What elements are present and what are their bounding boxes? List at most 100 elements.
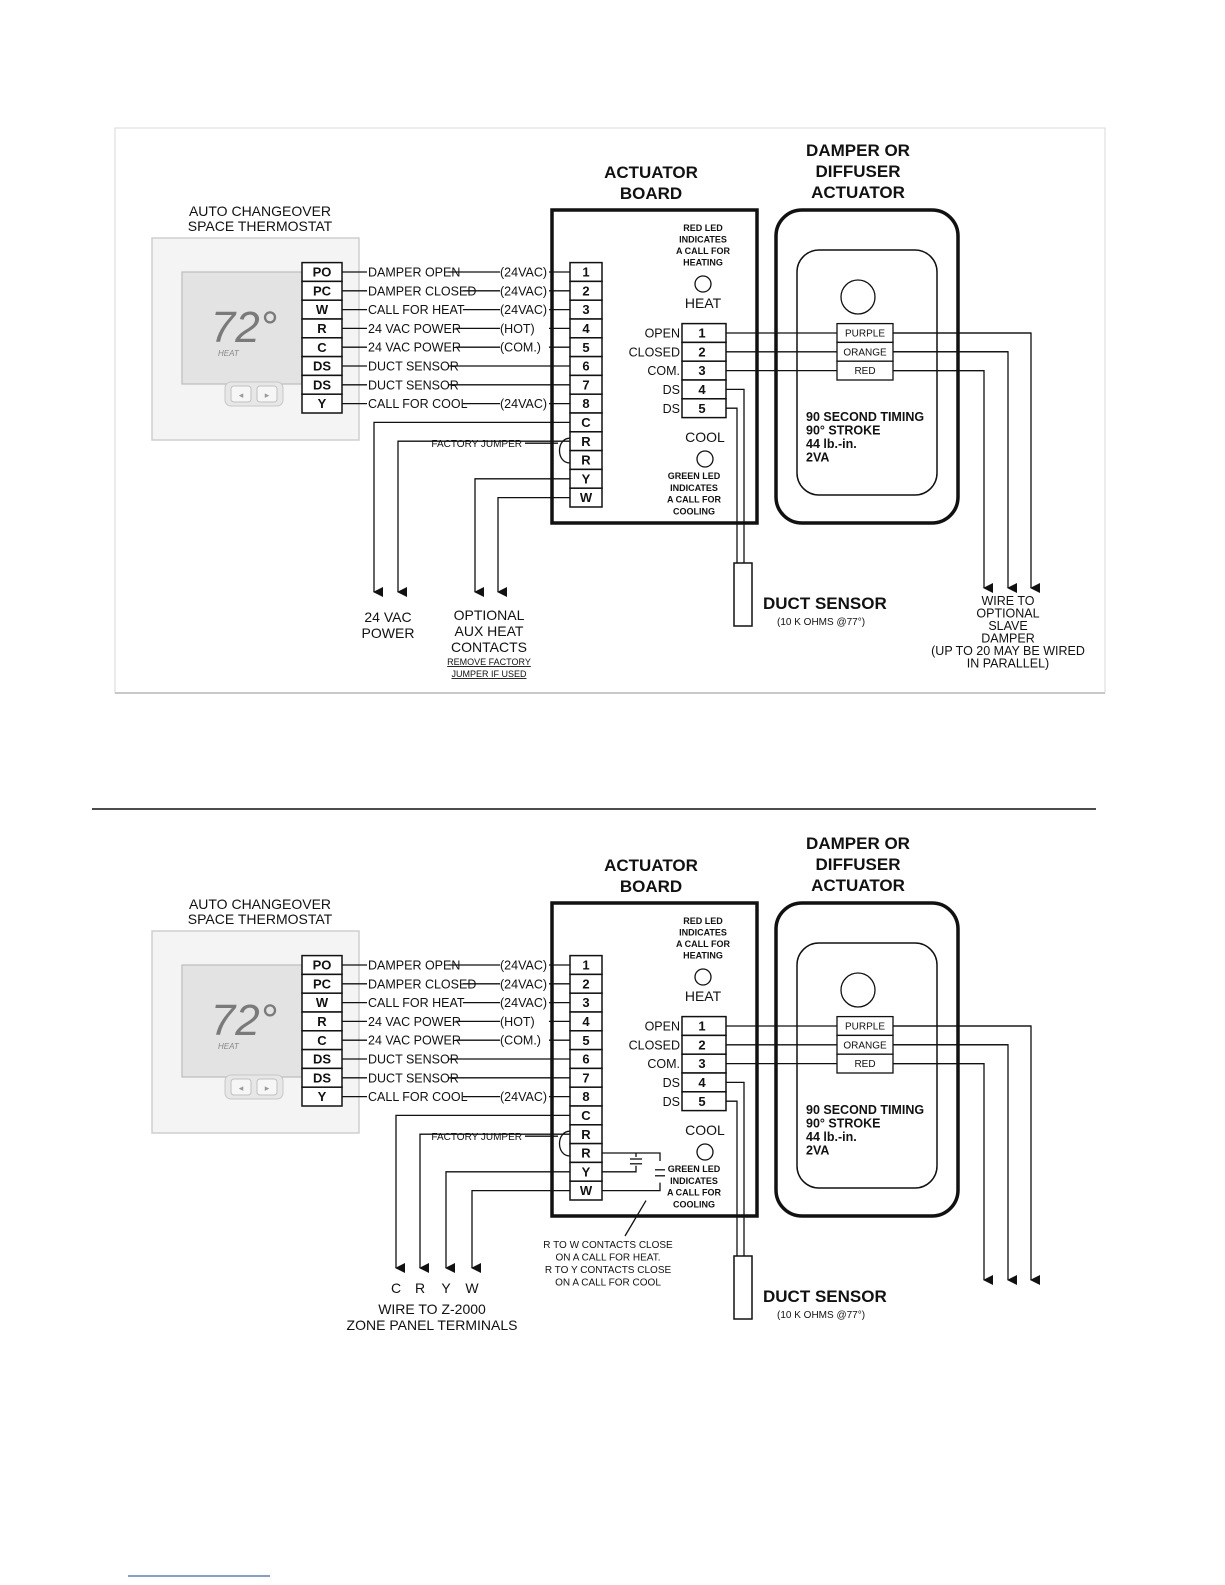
duct-sensor-wire [726, 1081, 745, 1256]
actuator-board-title: ACTUATOR [604, 163, 698, 182]
wire-label: DAMPER CLOSED [368, 977, 476, 991]
actuator-wire-color: PURPLE [845, 1022, 885, 1033]
actuator-specs: 44 lb.-in. [806, 437, 857, 451]
damper-actuator-title: ACTUATOR [811, 876, 905, 895]
cool-label: COOL [685, 1122, 725, 1138]
board-terminal-label: 8 [582, 396, 589, 411]
wire-label: 24 VAC POWER [368, 341, 461, 355]
wire-note: (24VAC) [500, 284, 547, 298]
thermostat-terminal-label: C [317, 340, 327, 355]
thermostat-title: AUTO CHANGEOVER [189, 203, 331, 219]
duct-sensor-wire [726, 1100, 738, 1256]
thermostat-terminal-label: DS [313, 359, 331, 374]
thermostat-title: SPACE THERMOSTAT [188, 218, 333, 234]
wire-note: (24VAC) [500, 303, 547, 317]
duct-sensor-spec: (10 K OHMS @77°) [777, 617, 865, 628]
aux-heat-label: AUX HEAT [455, 623, 524, 639]
board-terminal-label: 4 [582, 1014, 590, 1029]
board-terminal-label: R [581, 434, 591, 449]
output-terminal-name: CLOSED [629, 1038, 680, 1052]
wire-label: 24 VAC POWER [368, 1034, 461, 1048]
cool-label: COOL [685, 429, 725, 445]
power-label: POWER [362, 625, 415, 641]
green-led-description: INDICATES [670, 1176, 718, 1186]
zone-wire-w [471, 1189, 570, 1273]
zone-terminal-letter: R [415, 1280, 425, 1296]
actuator-wire-color: ORANGE [843, 1040, 887, 1051]
output-terminal-name: DS [663, 1076, 680, 1090]
thermostat-down-button [230, 385, 252, 403]
actuator-board-title: BOARD [620, 184, 682, 203]
board-terminal-label: Y [582, 1164, 591, 1179]
output-terminal-name: DS [663, 383, 680, 397]
board-terminal-label: 5 [582, 340, 589, 355]
red-led-description: HEATING [683, 258, 723, 268]
green-led-description: A CALL FOR [667, 1188, 721, 1198]
aux-heat-wire-w [497, 496, 570, 597]
damper-shaft-icon [840, 972, 876, 1008]
thermostat-terminal-label: PC [313, 283, 332, 298]
damper-actuator-inner [796, 249, 938, 496]
wire-label: DAMPER OPEN [368, 959, 460, 973]
actuator-board-title: ACTUATOR [604, 856, 698, 875]
board-terminal-label: C [581, 1108, 591, 1123]
output-terminal-name: DS [663, 402, 680, 416]
contacts-note: ON A CALL FOR COOL [555, 1278, 661, 1289]
output-terminal-label: 1 [698, 1019, 705, 1034]
output-terminal-name: COM. [647, 1057, 680, 1071]
thermostat-terminal-label: Y [318, 396, 327, 411]
red-led-description: A CALL FOR [676, 939, 730, 949]
actuator-board-outline [550, 208, 759, 525]
wire-note: (24VAC) [500, 977, 547, 991]
output-terminal-name: CLOSED [629, 345, 680, 359]
board-terminal-label: 7 [582, 1070, 589, 1085]
output-terminal-label: 2 [698, 344, 705, 359]
relay-contact-wire [602, 1152, 661, 1161]
factory-jumper [558, 437, 571, 464]
damper-shaft-icon [840, 279, 876, 315]
left-arrow-icon: ◂ [239, 1083, 244, 1093]
damper-actuator-outline [774, 901, 960, 1218]
board-terminal-label: 6 [582, 1052, 589, 1067]
aux-heat-note: JUMPER IF USED [451, 669, 527, 679]
damper-actuator-title: DAMPER OR [806, 141, 910, 160]
green-led-icon [696, 450, 714, 468]
actuator-board-title: BOARD [620, 877, 682, 896]
thermostat-terminal-label: W [316, 995, 329, 1010]
wire-label: DAMPER CLOSED [368, 284, 476, 298]
thermostat-terminal-label: DS [313, 1052, 331, 1067]
duct-sensor-wire [726, 388, 745, 563]
thermostat-terminal-label: C [317, 1033, 327, 1048]
actuator-specs: 2VA [806, 1144, 829, 1158]
red-led-description: INDICATES [679, 235, 727, 245]
thermostat-title: SPACE THERMOSTAT [188, 911, 333, 927]
board-terminal-label: 8 [582, 1089, 589, 1104]
damper-actuator-inner [796, 942, 938, 1189]
contacts-note: R TO W CONTACTS CLOSE [543, 1240, 673, 1251]
thermostat-display [181, 964, 303, 1078]
wire-label: CALL FOR COOL [368, 397, 468, 411]
actuator-wire-color: ORANGE [843, 347, 887, 358]
actuator-specs: 44 lb.-in. [806, 1130, 857, 1144]
duct-sensor-probe [733, 562, 753, 627]
slave-wire-orange [893, 1044, 1017, 1285]
factory-jumper-label: FACTORY JUMPER [431, 439, 522, 450]
slave-damper-label: SLAVE [988, 619, 1027, 633]
wire-note: (24VAC) [500, 959, 547, 973]
thermostat-terminal-label: PO [313, 958, 332, 973]
board-terminal-label: W [580, 1183, 593, 1198]
red-led-description: INDICATES [679, 928, 727, 938]
board-terminal-label: 7 [582, 377, 589, 392]
right-arrow-icon: ▸ [265, 1083, 270, 1093]
zone-panel-label: WIRE TO Z-2000 [378, 1301, 486, 1317]
output-terminal-label: 3 [698, 363, 705, 378]
output-terminal-name: OPEN [645, 1020, 680, 1034]
green-led-description: INDICATES [670, 483, 718, 493]
thermostat-up-button [256, 1078, 278, 1096]
slave-wire-red [893, 1062, 993, 1285]
zone-terminal-letter: W [465, 1280, 479, 1296]
board-terminal-label: 4 [582, 321, 590, 336]
wire-label: DUCT SENSOR [368, 1071, 459, 1085]
actuator-wire-color: PURPLE [845, 329, 885, 340]
